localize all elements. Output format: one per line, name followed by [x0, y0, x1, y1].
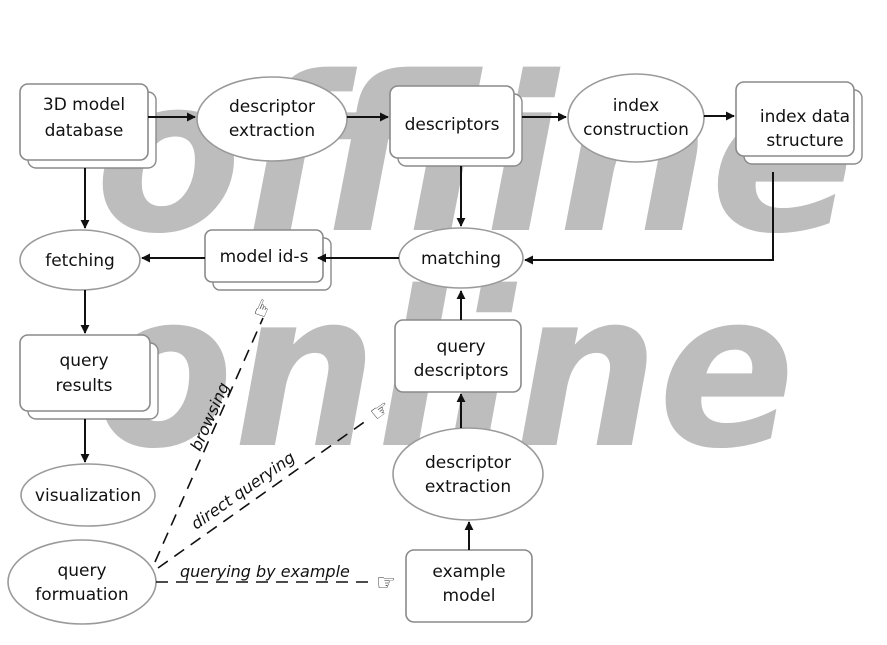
query-formulation-label-1: query	[57, 561, 106, 581]
browsing-dashed-line	[154, 317, 264, 563]
matching-label: matching	[421, 249, 501, 269]
query-formulation-node: query formuation	[7, 539, 157, 625]
descriptor-extraction-bottom-label-2: extraction	[425, 477, 511, 497]
fetching-node: fetching	[19, 229, 141, 291]
model-ids-node: model id-s	[204, 229, 332, 291]
query-descriptors-label-2: descriptors	[414, 361, 509, 381]
visualization-node: visualization	[20, 463, 156, 527]
query-descriptors-node: query descriptors	[394, 319, 522, 393]
query-results-node: query results	[19, 334, 159, 420]
model-database-node: 3D model database	[19, 83, 157, 169]
example-model-label-1: example	[432, 562, 505, 582]
descriptor-extraction-top-label-1: descriptor	[229, 97, 315, 117]
index-construction-label-1: index	[613, 96, 660, 116]
index-data-structure-node: index data structure	[735, 81, 863, 165]
descriptor-extraction-bottom-node: descriptor extraction	[392, 427, 544, 521]
index-construction-label-2: construction	[583, 120, 689, 140]
descriptor-extraction-top-label-2: extraction	[229, 121, 315, 141]
descriptors-label: descriptors	[405, 115, 500, 135]
model-ids-label: model id-s	[220, 247, 309, 267]
example-model-label-2: model	[443, 586, 496, 606]
arrows	[80, 111, 774, 550]
index-data-structure-label-1: index data	[760, 107, 850, 127]
querying-by-example-label: querying by example	[180, 562, 350, 581]
index-construction-node: index construction	[567, 73, 705, 163]
query-results-label-1: query	[59, 351, 108, 371]
model-database-label-2: database	[45, 121, 124, 141]
index-data-structure-label-2: structure	[766, 131, 843, 151]
descriptor-extraction-top-node: descriptor extraction	[196, 76, 348, 162]
fetching-label: fetching	[45, 251, 115, 271]
query-results-label-2: results	[56, 376, 113, 396]
descriptors-node: descriptors	[389, 85, 523, 167]
dashed-connectors	[154, 317, 372, 583]
pointing-hand-icon: ☞	[376, 571, 396, 596]
query-descriptors-label-1: query	[436, 337, 485, 357]
model-database-label-1: 3D model	[43, 95, 125, 115]
descriptor-extraction-bottom-label-1: descriptor	[425, 453, 511, 473]
direct-querying-dashed-line	[157, 417, 371, 569]
matching-node: matching	[398, 227, 524, 289]
visualization-label: visualization	[35, 486, 141, 506]
arrow-index-structure-to-matching	[524, 172, 774, 265]
query-formulation-label-2: formuation	[35, 585, 128, 605]
example-model-node: example model	[405, 549, 533, 623]
